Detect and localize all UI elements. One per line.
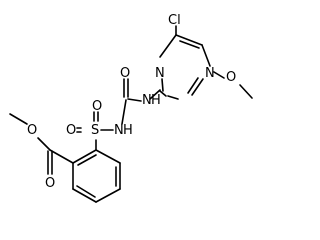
bond-ring-c-ester (49, 149, 74, 164)
bond-benzene (72, 188, 97, 203)
bond-benzene (72, 149, 97, 164)
bond-ring (201, 44, 211, 67)
atom-cl: Cl (168, 13, 181, 28)
bond-ring (159, 90, 167, 97)
molecule-diagram: Cl N N O O N H O S O N H O O (9, 13, 253, 203)
atom-s: S (91, 123, 99, 138)
bonds (9, 25, 253, 203)
bond-c-o-ester-single (37, 137, 51, 151)
atom-labels: Cl N N O O N H O S O N H O O (27, 13, 236, 191)
bond-ring (161, 78, 164, 92)
atom-o-sulfonyl-top: O (92, 99, 102, 114)
atom-n-sulfonamide: N (114, 123, 124, 138)
bond-ring (175, 34, 203, 46)
atom-n-urea: N (142, 93, 152, 108)
bond-benzene (95, 149, 121, 164)
bond-benzene (76, 185, 96, 198)
bond-o-ch3 (239, 84, 253, 99)
atom-n-ring-lower: N (155, 66, 165, 81)
bond-benzene (77, 154, 97, 166)
bond-ring (191, 78, 204, 96)
bond-c-nh (121, 99, 127, 125)
bond-nh-c (127, 98, 142, 102)
structure-canvas: Cl N N O O N H O S O N H O O (9, 13, 253, 203)
atom-o-sulfonyl-left: O (66, 123, 76, 138)
bond-o-ch3-ester (9, 113, 28, 125)
atom-o-carbonyl: O (120, 66, 130, 81)
atom-o-ester-ether: O (27, 123, 37, 138)
bond-ring (167, 95, 179, 100)
bond-ring-nh (149, 89, 161, 100)
bond-c-o-methoxy (213, 71, 225, 79)
atom-o-methoxy: O (226, 70, 236, 85)
bond-ring (159, 34, 177, 58)
atom-h-urea: H (151, 93, 161, 108)
atom-n-ring-upper: N (205, 66, 215, 81)
bond-ring (179, 40, 200, 49)
bond-benzene (95, 188, 121, 203)
bond-ring (187, 77, 199, 94)
atom-h-sulfonamide: H (123, 123, 133, 138)
atom-o-ester-carbonyl: O (45, 176, 55, 191)
